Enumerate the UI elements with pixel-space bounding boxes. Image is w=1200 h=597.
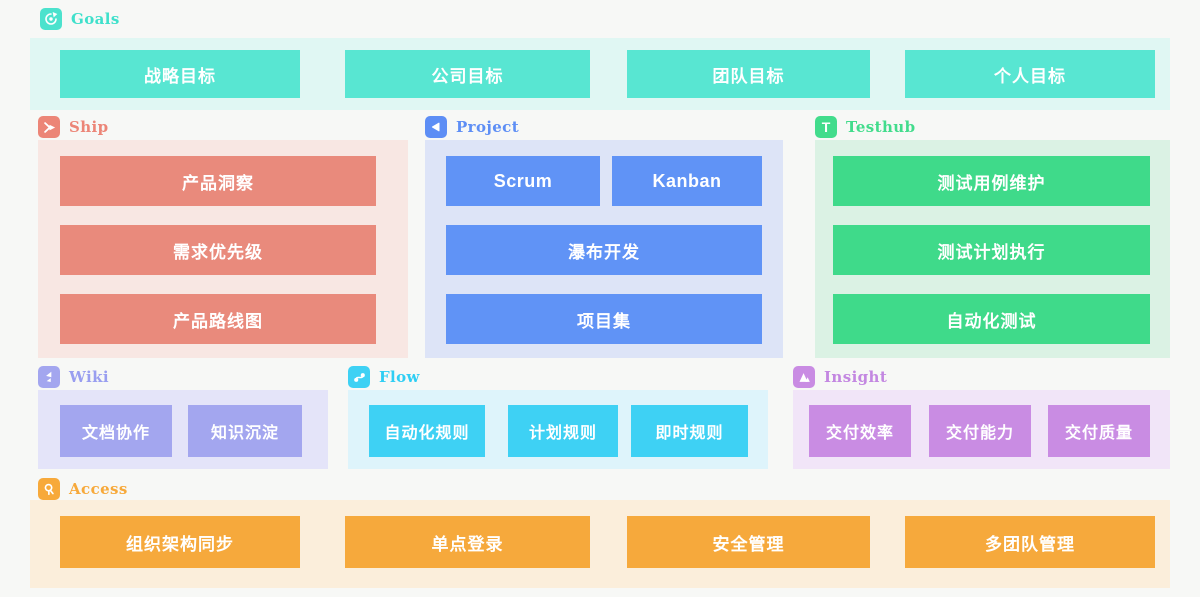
section-header-project: Project bbox=[425, 115, 519, 139]
box-kanban: Kanban bbox=[612, 156, 762, 206]
box-knowledge-accumulation: 知识沉淀 bbox=[188, 405, 302, 457]
box-waterfall-development: 瀑布开发 bbox=[446, 225, 762, 275]
box-doc-collaboration: 文档协作 bbox=[60, 405, 172, 457]
letter-t-icon: T bbox=[815, 116, 837, 138]
section-header-insight: Insight bbox=[793, 365, 887, 389]
box-multi-team-management: 多团队管理 bbox=[905, 516, 1155, 568]
box-team-goals: 团队目标 bbox=[627, 50, 870, 98]
box-product-roadmap: 产品路线图 bbox=[60, 294, 376, 344]
section-label-ship: Ship bbox=[69, 118, 109, 136]
section-label-wiki: Wiki bbox=[69, 368, 109, 386]
section-label-flow: Flow bbox=[379, 368, 420, 386]
box-company-goals: 公司目标 bbox=[345, 50, 590, 98]
access-panel: 组织架构同步 单点登录 安全管理 多团队管理 bbox=[30, 500, 1170, 588]
play-left-icon bbox=[425, 116, 447, 138]
section-header-goals: Goals bbox=[40, 7, 120, 31]
section-label-access: Access bbox=[69, 480, 128, 498]
box-delivery-efficiency: 交付效率 bbox=[809, 405, 911, 457]
mountain-icon bbox=[793, 366, 815, 388]
box-personal-goals: 个人目标 bbox=[905, 50, 1155, 98]
box-delivery-capability: 交付能力 bbox=[929, 405, 1031, 457]
section-label-testhub: Testhub bbox=[846, 118, 916, 136]
box-delivery-quality: 交付质量 bbox=[1048, 405, 1150, 457]
section-label-insight: Insight bbox=[824, 368, 888, 386]
testhub-panel: 测试用例维护 测试计划执行 自动化测试 bbox=[815, 140, 1170, 358]
section-header-flow: Flow bbox=[348, 365, 420, 389]
section-label-goals: Goals bbox=[71, 10, 120, 28]
box-test-case-maintenance: 测试用例维护 bbox=[833, 156, 1150, 206]
box-org-structure-sync: 组织架构同步 bbox=[60, 516, 300, 568]
section-header-access: Access bbox=[38, 477, 128, 501]
box-security-management: 安全管理 bbox=[627, 516, 870, 568]
box-single-sign-on: 单点登录 bbox=[345, 516, 590, 568]
box-test-plan-execution: 测试计划执行 bbox=[833, 225, 1150, 275]
box-requirement-priority: 需求优先级 bbox=[60, 225, 376, 275]
project-panel: Scrum Kanban 瀑布开发 项目集 bbox=[425, 140, 783, 358]
insight-panel: 交付效率 交付能力 交付质量 bbox=[793, 390, 1170, 469]
box-product-insight: 产品洞察 bbox=[60, 156, 376, 206]
connector-icon bbox=[348, 366, 370, 388]
box-scheduled-rules: 计划规则 bbox=[508, 405, 618, 457]
section-label-project: Project bbox=[456, 118, 520, 136]
box-automated-testing: 自动化测试 bbox=[833, 294, 1150, 344]
box-scrum: Scrum bbox=[446, 156, 600, 206]
goals-panel: 战略目标 公司目标 团队目标 个人目标 bbox=[30, 38, 1170, 110]
box-automation-rules: 自动化规则 bbox=[369, 405, 485, 457]
wiki-panel: 文档协作 知识沉淀 bbox=[38, 390, 328, 469]
ship-panel: 产品洞察 需求优先级 产品路线图 bbox=[38, 140, 408, 358]
flow-panel: 自动化规则 计划规则 即时规则 bbox=[348, 390, 768, 469]
section-header-testhub: T Testhub bbox=[815, 115, 915, 139]
chevron-arrow-icon bbox=[38, 116, 60, 138]
box-program: 项目集 bbox=[446, 294, 762, 344]
box-strategic-goals: 战略目标 bbox=[60, 50, 300, 98]
key-icon bbox=[38, 478, 60, 500]
box-instant-rules: 即时规则 bbox=[631, 405, 748, 457]
section-header-ship: Ship bbox=[38, 115, 109, 139]
feather-icon bbox=[38, 366, 60, 388]
target-arrow-icon bbox=[40, 8, 62, 30]
section-header-wiki: Wiki bbox=[38, 365, 109, 389]
